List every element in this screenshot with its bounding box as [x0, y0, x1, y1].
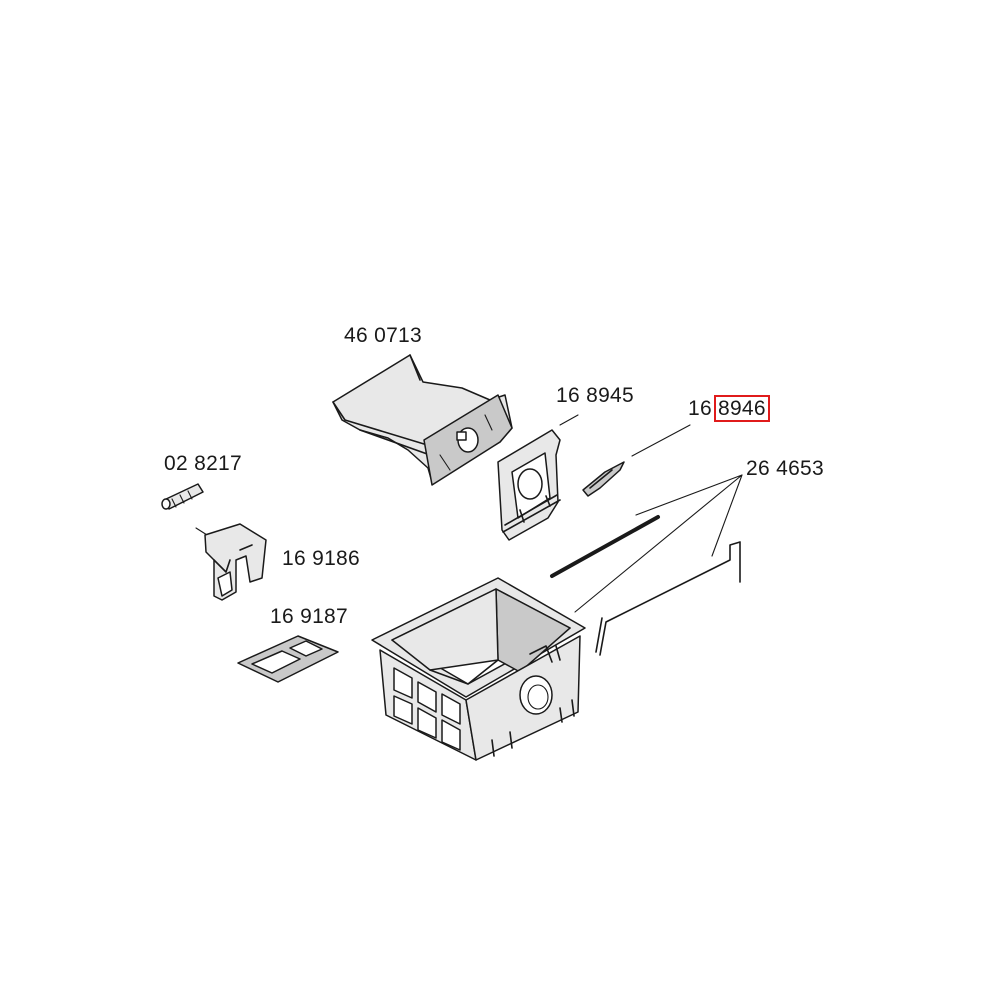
part-169186-bracket [195, 523, 267, 601]
label-part-169187: 16 9187 [270, 605, 349, 628]
label-part-028217: 02 8217 [164, 452, 243, 475]
main-tray-box [371, 577, 586, 761]
label-part-168946-prefix: 16 [688, 397, 712, 420]
leader-line-168946 [631, 424, 691, 457]
leader-lines-264653 [574, 474, 743, 613]
part-460713-flap [332, 354, 513, 486]
label-part-168945: 16 8945 [556, 384, 635, 407]
part-168946-clip [582, 461, 625, 497]
label-part-169186: 16 9186 [282, 547, 361, 570]
part-028217-pin [161, 483, 204, 510]
part-264653-rod [550, 515, 660, 578]
label-part-264653: 26 4653 [746, 457, 825, 480]
part-168945-frame [497, 429, 561, 541]
highlighted-part-number: 8946 [713, 395, 770, 422]
part-169187-gasket [237, 635, 339, 683]
leader-line-168945 [559, 414, 579, 426]
label-part-460713: 46 0713 [344, 324, 423, 347]
part-264653-wire [595, 541, 741, 656]
